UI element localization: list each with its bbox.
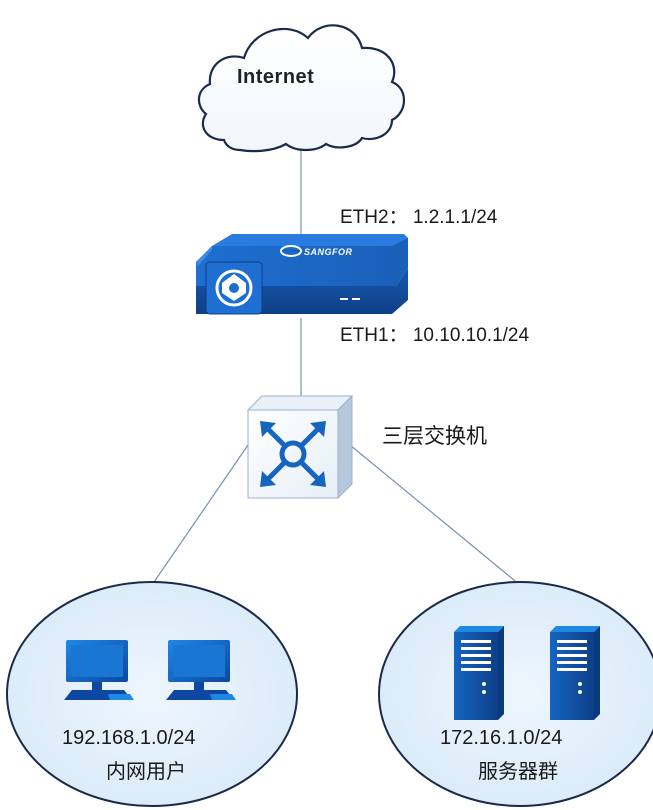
connection-lines — [151, 150, 521, 586]
firewall-brand-label: SANGFOR — [304, 247, 353, 257]
lan-name-label: 内网用户 — [106, 761, 186, 783]
firewall-appliance-icon — [196, 234, 408, 315]
lan-users-group — [6, 581, 298, 807]
desktop-pc-icon — [166, 640, 236, 700]
sangfor-logo-icon — [280, 245, 302, 257]
desktop-pc-icon — [64, 640, 134, 700]
internet-label: Internet — [237, 66, 315, 88]
eth2-interface-label: ETH2： 1.2.1.1/24 — [340, 207, 498, 228]
switch-label: 三层交换机 — [382, 425, 487, 448]
tower-server-icon — [550, 626, 600, 720]
layer3-switch-icon — [246, 394, 354, 500]
switch-to-lan-link — [151, 444, 249, 586]
lan-subnet-label: 192.168.1.0/24 — [62, 727, 196, 749]
server-subnet-label: 172.16.1.0/24 — [440, 727, 563, 749]
eth1-interface-label: ETH1： 10.10.10.1/24 — [340, 325, 530, 346]
switch-to-servers-link — [349, 444, 521, 586]
server-group-name-label: 服务器群 — [478, 761, 558, 783]
tower-server-icon — [454, 626, 504, 720]
firewall-shield-badge-icon — [205, 261, 263, 315]
server-cluster-group — [378, 581, 653, 807]
internet-cloud-icon — [197, 24, 406, 153]
